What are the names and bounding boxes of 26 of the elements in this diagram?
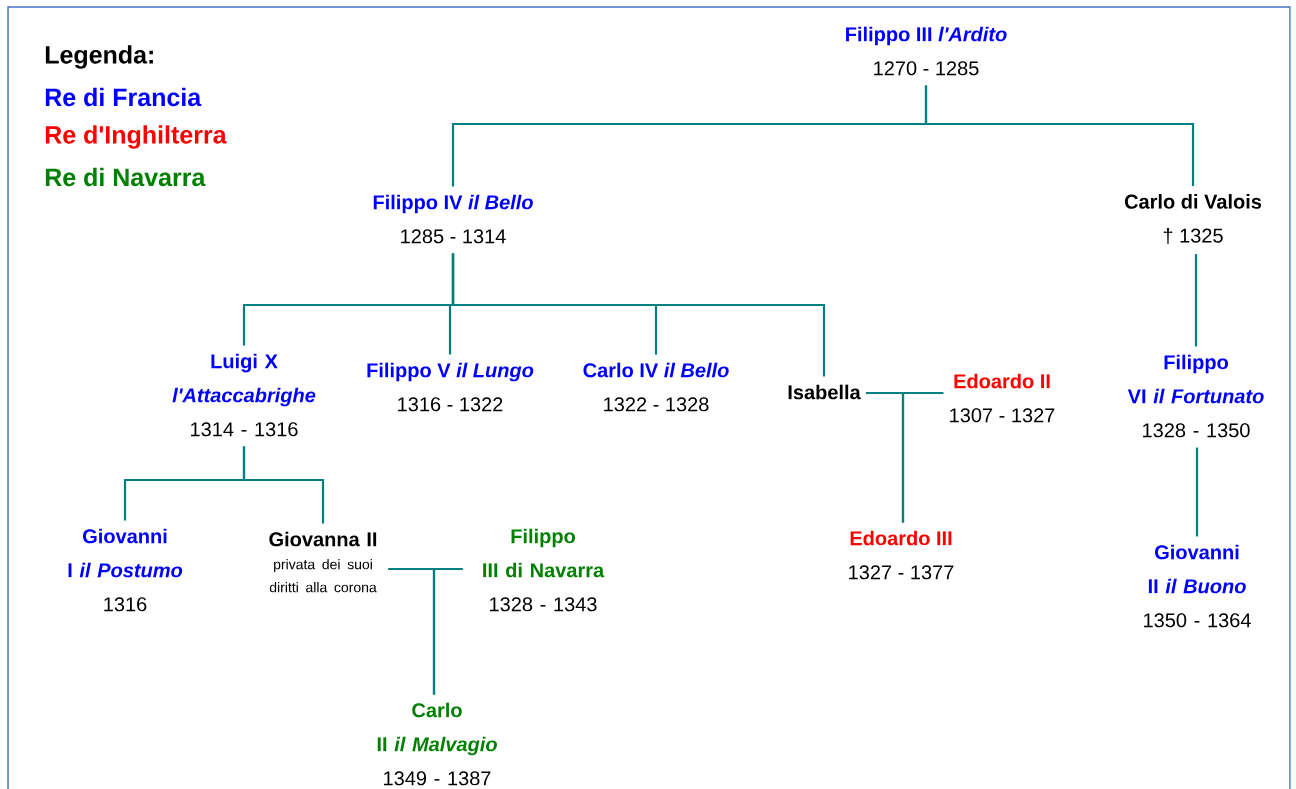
family-line xyxy=(1195,447,1199,537)
person-label: Giovanna II privata dei suoi diritti alla corona xyxy=(269,531,377,593)
legend-entry: Re di Navarra xyxy=(45,167,206,187)
person-label: Filippo VI il Fortunato 1328 - 1350 xyxy=(1127,354,1264,438)
person-label: Filippo V il Lungo 1316 - 1322 xyxy=(367,362,534,412)
family-line xyxy=(451,253,826,377)
legend-heading: Legenda: xyxy=(45,45,153,69)
person-label: Luigi X l'Attaccabrighe 1314 - 1316 xyxy=(172,353,316,437)
person-label: Carlo di Valois † 1325 xyxy=(1124,194,1262,244)
person-label: Filippo III l'Ardito 1270 - 1285 xyxy=(846,26,1007,76)
person-label: Giovanni II il Buono 1350 - 1364 xyxy=(1144,544,1251,628)
family-line xyxy=(924,85,1195,186)
person-label: Filippo IV il Bello 1285 - 1314 xyxy=(373,194,533,244)
legend-entry: Re di Francia xyxy=(45,87,202,107)
legend-entry: Re d'Inghilterra xyxy=(45,125,227,149)
person-label: Carlo IV il Bello 1322 - 1328 xyxy=(583,362,729,412)
family-line xyxy=(901,391,944,523)
family-line xyxy=(242,446,325,524)
person-label: Edoardo II 1307 - 1327 xyxy=(950,373,1055,423)
person-label: Carlo II il Malvagio 1349 - 1387 xyxy=(377,702,497,786)
family-line xyxy=(432,567,463,695)
family-line xyxy=(1194,254,1198,347)
person-label: Edoardo III 1327 - 1377 xyxy=(849,530,954,580)
person-label: Giovanni I il Postumo 1316 xyxy=(68,528,183,612)
person-label: Filippo III di Navarra 1328 - 1343 xyxy=(483,528,605,612)
person-label: Isabella xyxy=(788,384,861,400)
